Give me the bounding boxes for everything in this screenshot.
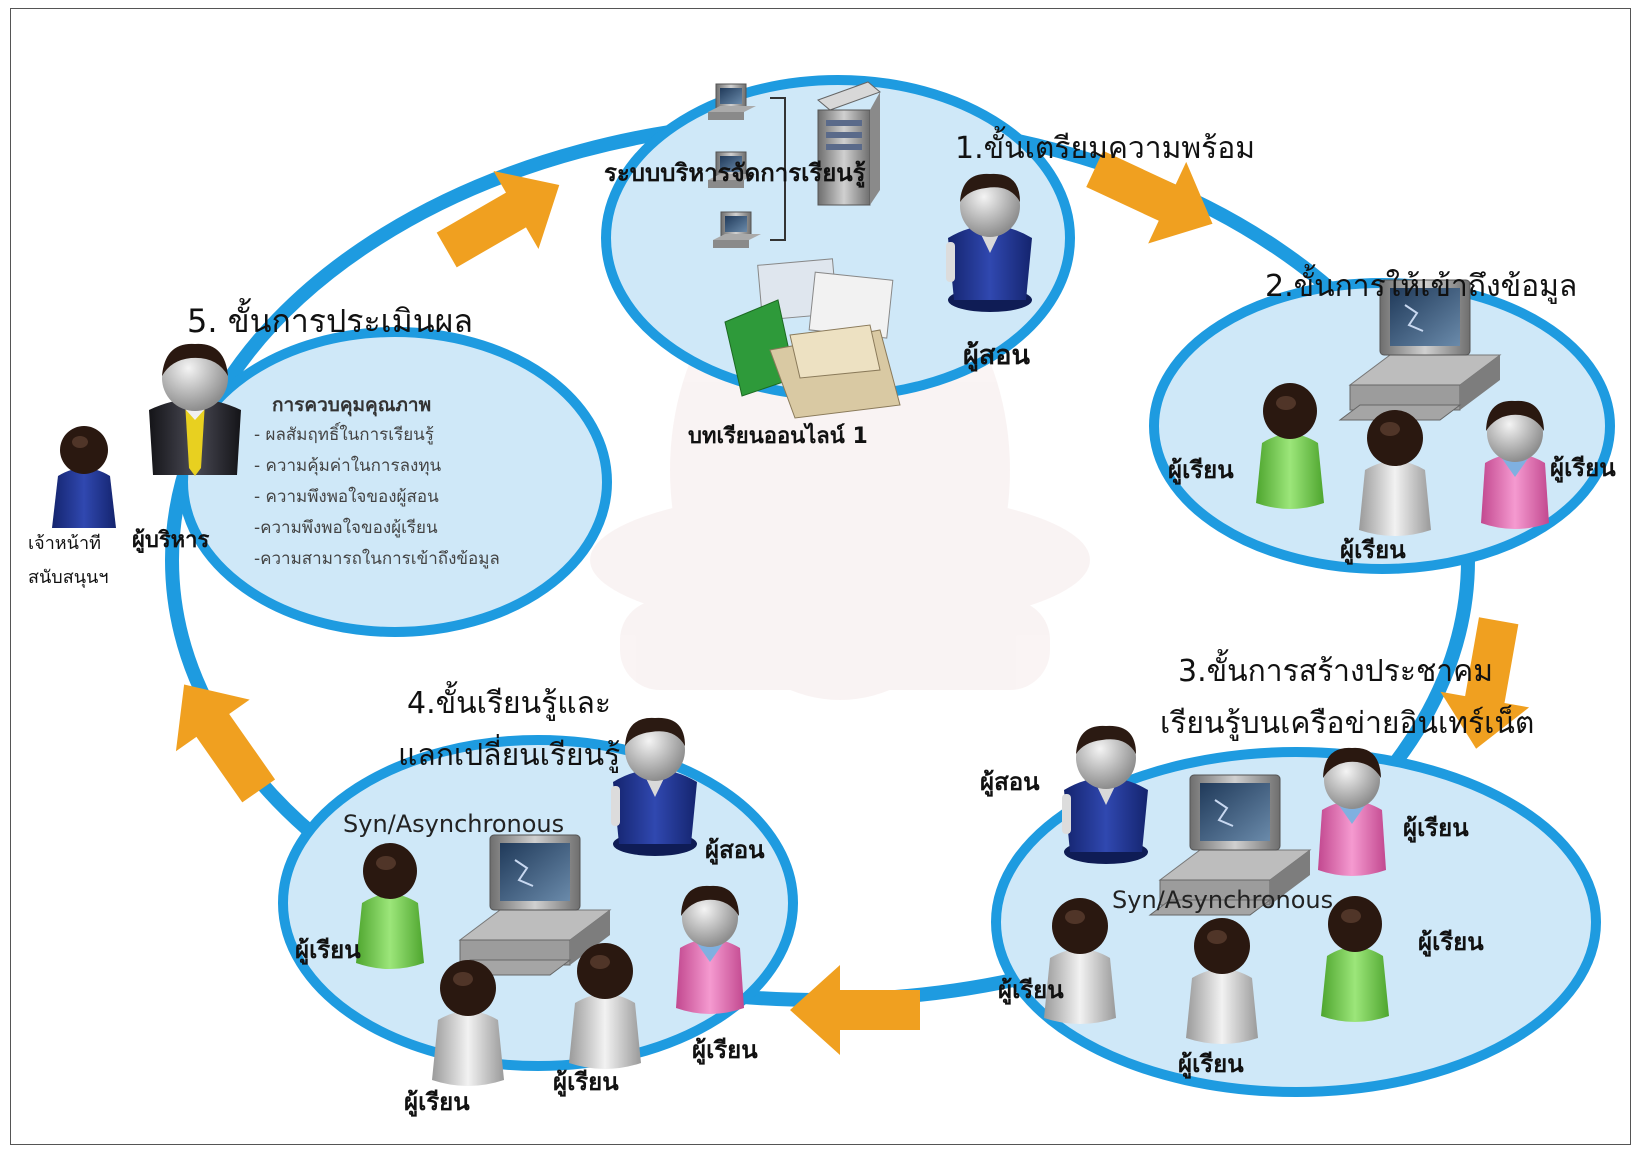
arrow-stage1-to-2 bbox=[1086, 150, 1213, 244]
stage3-learner-a-label: ผู้เรียน bbox=[1403, 814, 1469, 842]
quality-item: -ความสามารถในการเข้าถึงข้อมูล bbox=[254, 549, 500, 569]
arrow-stage5-to-1 bbox=[436, 171, 560, 268]
stage4-teacher-label: ผู้สอน bbox=[705, 836, 765, 864]
stage3-learner-b-label: ผู้เรียน bbox=[1418, 928, 1484, 956]
stage3-sync-label: Syn/Asynchronous bbox=[1112, 886, 1334, 914]
stage3-learner-d-label: ผู้เรียน bbox=[1178, 1050, 1244, 1078]
stage3-teacher-figure bbox=[1062, 725, 1148, 864]
stage4-title-line2: แลกเปลี่ยนเรียนรู้ bbox=[398, 738, 621, 773]
stage3-teacher-label: ผู้สอน bbox=[980, 768, 1040, 796]
stage5-staff-label-line2: สนับสนุนฯ bbox=[28, 567, 109, 588]
stage4-learner-white-left-figure bbox=[432, 960, 504, 1086]
stage1-title: 1.ขั้นเตรียมความพร้อม bbox=[955, 131, 1256, 166]
stage4-learner-green-figure bbox=[356, 843, 424, 969]
stage4-learner-a-label: ผู้เรียน bbox=[295, 936, 361, 964]
stage1-teacher-label: ผู้สอน bbox=[963, 340, 1030, 371]
stage2-learner-left-label: ผู้เรียน bbox=[1168, 456, 1234, 484]
stage4-learner-d-label: ผู้เรียน bbox=[692, 1036, 758, 1064]
quality-control-header: การควบคุมคุณภาพ bbox=[272, 394, 432, 416]
server-icon bbox=[817, 81, 881, 206]
stage3-learner-green-figure bbox=[1321, 896, 1389, 1022]
stage3-learner-c-label: ผู้เรียน bbox=[998, 976, 1064, 1004]
stage5-staff-figure bbox=[52, 426, 116, 528]
stage1-lessons-label: บทเรียนออนไลน์ 1 bbox=[688, 424, 868, 449]
stage5-ellipse bbox=[178, 327, 612, 637]
stage4-learner-pink-figure bbox=[676, 885, 744, 1014]
lms-bracket bbox=[770, 97, 786, 241]
stage2-learner-green-figure bbox=[1256, 383, 1324, 509]
stage4-title-line1: 4.ขั้นเรียนรู้และ bbox=[407, 686, 612, 721]
quality-item: - ความคุ้มค่าในการลงทุน bbox=[254, 456, 442, 476]
arrow-stage4-to-5 bbox=[175, 684, 276, 803]
stage4-sync-label: Syn/Asynchronous bbox=[343, 810, 565, 838]
arrow-stage3-to-4 bbox=[790, 965, 920, 1055]
stage2-learner-mid-label: ผู้เรียน bbox=[1340, 536, 1406, 564]
quality-item: -ความพึงพอใจของผู้เรียน bbox=[254, 518, 438, 538]
stage2-learner-white-figure bbox=[1359, 410, 1431, 536]
stage5-admin-figure bbox=[149, 343, 241, 476]
stage2-learner-right-label: ผู้เรียน bbox=[1550, 454, 1616, 482]
stage1-lms-label: ระบบบริหารจัดการเรียนรู้ bbox=[604, 159, 866, 187]
stage2-learner-pink-figure bbox=[1481, 400, 1549, 529]
stage4-learner-c-label: ผู้เรียน bbox=[553, 1068, 619, 1096]
stage3-ellipse bbox=[991, 747, 1601, 1097]
stage3-learner-pink-figure bbox=[1318, 747, 1386, 876]
arrow-stage2-to-3 bbox=[1440, 617, 1530, 749]
stage4-learner-white-mid-figure bbox=[569, 943, 641, 1069]
stage4-learner-b-label: ผู้เรียน bbox=[404, 1088, 470, 1116]
quality-item: - ความพึงพอใจของผู้สอน bbox=[254, 487, 439, 507]
stage5-admin-label: ผู้บริหาร bbox=[132, 528, 210, 553]
stage4-teacher-figure bbox=[611, 717, 697, 856]
stage2-title: 2.ขั้นการให้เข้าถึงข้อมูล bbox=[1265, 269, 1578, 304]
stage3-title-line1: 3.ขั้นการสร้างประชาคม bbox=[1178, 654, 1493, 689]
stage3-title-line2: เรียนรู้บนเครือข่ายอินเทร์เน็ต bbox=[1160, 706, 1535, 741]
stage3-learner-white-mid-figure bbox=[1186, 918, 1258, 1044]
stage5-title: 5. ขั้นการประเมินผล bbox=[187, 302, 473, 340]
quality-item: - ผลสัมฤทธิ์ในการเรียนรู้ bbox=[254, 425, 434, 445]
quality-control-list: - ผลสัมฤทธิ์ในการเรียนรู้ - ความคุ้มค่าใ… bbox=[254, 420, 500, 575]
document-folder-icon bbox=[724, 258, 901, 419]
stage5-staff-label-line1: เจ้าหน้าที bbox=[28, 533, 101, 554]
